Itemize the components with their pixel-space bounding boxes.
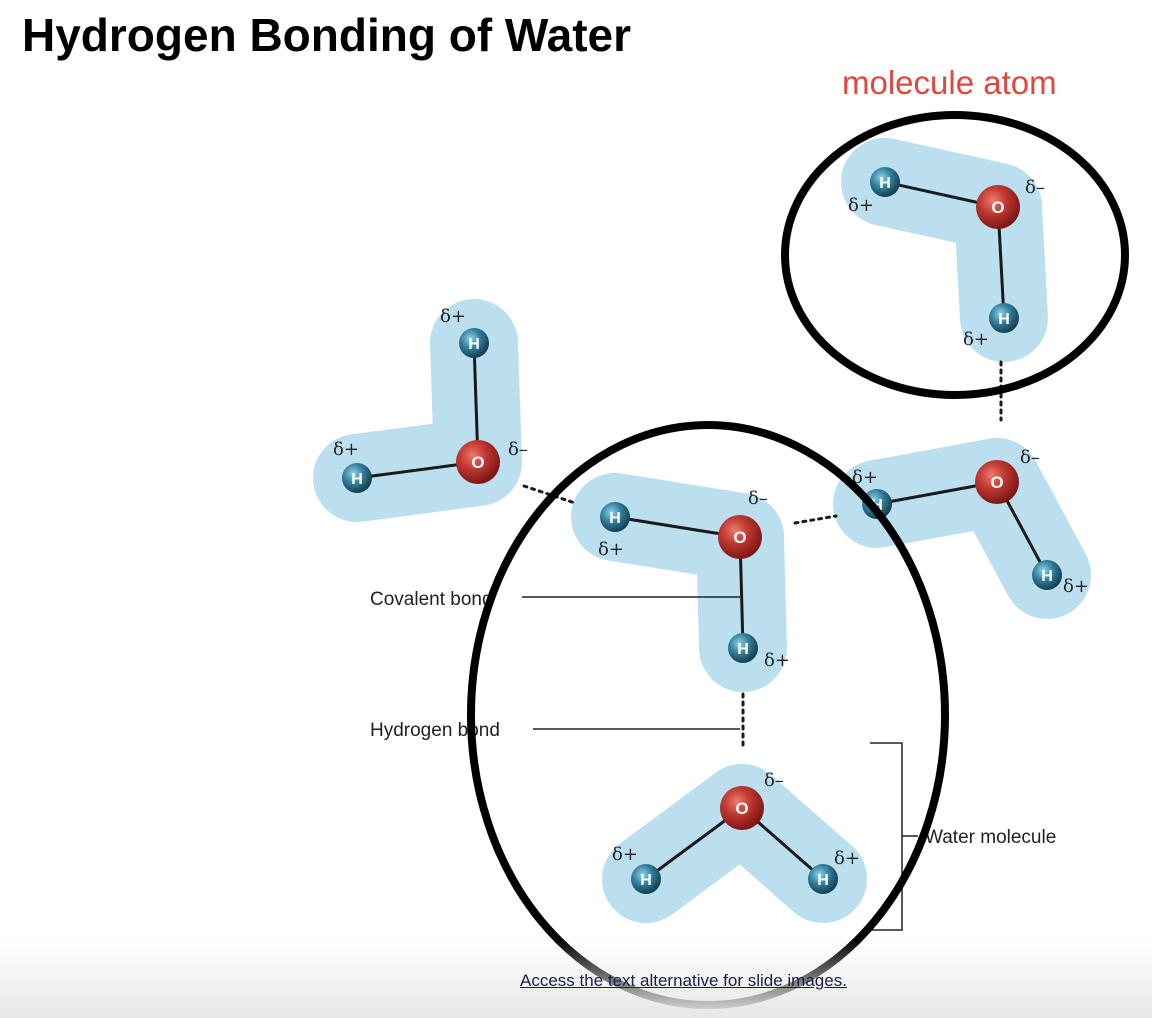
partial-positive-label: δ+ — [848, 195, 874, 216]
oxygen-atom: O — [718, 515, 762, 559]
hydrogen-label: H — [817, 872, 829, 889]
partial-negative-label: δ– — [1020, 447, 1040, 468]
covalent-bond-label: Covalent bond — [370, 589, 493, 610]
oxygen-label: O — [991, 198, 1004, 217]
hydrogen-label: H — [609, 510, 621, 527]
hydrogen-atom: H — [728, 633, 758, 663]
hydrogen-label: H — [468, 336, 480, 353]
oxygen-label: O — [735, 799, 748, 818]
water-molecule-center: H O H δ+ δ– δ+ — [571, 473, 790, 692]
hydrogen-atom: H — [631, 864, 661, 894]
oxygen-atom: O — [720, 786, 764, 830]
footer-fade — [0, 938, 1152, 1018]
hydrogen-label: H — [351, 471, 363, 488]
hydrogen-label: H — [1041, 568, 1053, 585]
partial-positive-label: δ+ — [598, 539, 624, 560]
page-title: Hydrogen Bonding of Water — [22, 9, 632, 61]
oxygen-label: O — [471, 453, 484, 472]
water-molecule-bottom: H O H δ+ δ– δ+ — [602, 764, 867, 923]
oxygen-atom: O — [975, 460, 1019, 504]
hydrogen-bond-line — [793, 514, 838, 525]
partial-negative-label: δ– — [1025, 177, 1045, 198]
oxygen-atom: O — [976, 185, 1020, 229]
hydrogen-label: H — [879, 175, 891, 192]
oxygen-label: O — [733, 528, 746, 547]
water-molecule-upper-left: H O H δ+ δ+ δ– — [313, 299, 528, 522]
hydrogen-label: H — [737, 641, 749, 658]
text-alternative-link[interactable]: Access the text alternative for slide im… — [520, 971, 847, 990]
oxygen-label: O — [990, 473, 1003, 492]
molecule-atom-annotation: molecule atom — [842, 64, 1057, 101]
hydrogen-label: H — [998, 311, 1010, 328]
hydrogen-label: H — [640, 872, 652, 889]
oxygen-atom: O — [456, 440, 500, 484]
partial-positive-label: δ+ — [440, 306, 466, 327]
hydrogen-bond-label: Hydrogen bond — [370, 720, 500, 741]
partial-positive-label: δ+ — [852, 467, 878, 488]
hydrogen-atom: H — [870, 167, 900, 197]
hydrogen-atom: H — [342, 463, 372, 493]
partial-positive-label: δ+ — [764, 650, 790, 671]
hydrogen-atom: H — [459, 328, 489, 358]
hydrogen-atom: H — [989, 303, 1019, 333]
highlight-circle-top — [781, 111, 1129, 399]
partial-negative-label: δ– — [508, 439, 528, 460]
water-molecule-bracket — [870, 742, 918, 931]
water-molecule-label: Water molecule — [925, 827, 1056, 848]
partial-positive-label: δ+ — [963, 329, 989, 350]
partial-positive-label: δ+ — [333, 439, 359, 460]
partial-positive-label: δ+ — [1063, 576, 1089, 597]
partial-negative-label: δ– — [764, 770, 784, 791]
hydrogen-atom: H — [808, 864, 838, 894]
water-molecule-top-right: H O H δ+ δ– δ+ — [841, 138, 1048, 362]
hydrogen-atom: H — [600, 502, 630, 532]
hydrogen-atom: H — [1032, 560, 1062, 590]
partial-positive-label: δ+ — [834, 848, 860, 869]
partial-positive-label: δ+ — [612, 844, 638, 865]
partial-negative-label: δ– — [748, 488, 768, 509]
